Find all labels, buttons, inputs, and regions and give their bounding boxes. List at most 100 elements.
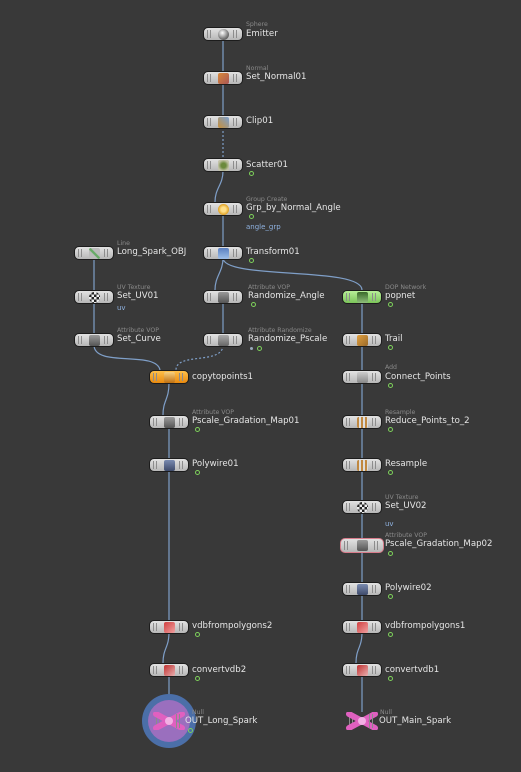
node-trail[interactable] xyxy=(342,333,382,347)
node-label: Polywire01 xyxy=(192,459,239,469)
warning-dot xyxy=(250,347,253,350)
randomize-icon xyxy=(218,335,229,346)
node-label: Set_UV02 xyxy=(385,501,427,511)
node-type: DOP Network xyxy=(385,284,427,291)
display-flag[interactable] xyxy=(388,470,393,475)
node-label: vdbfrompolygons1 xyxy=(385,621,466,631)
node-randomize-pscale[interactable] xyxy=(203,333,243,347)
node-set-curve[interactable] xyxy=(74,333,114,347)
display-flag[interactable] xyxy=(257,346,262,351)
display-flag[interactable] xyxy=(388,676,393,681)
display-flag[interactable] xyxy=(195,470,200,475)
node-transform01[interactable] xyxy=(203,246,243,260)
node-vdbfrompolygons1[interactable] xyxy=(342,620,382,634)
attribute-tag: uv xyxy=(117,304,126,312)
sphere-icon xyxy=(218,29,229,40)
vop-icon xyxy=(89,335,100,346)
node-label: Pscale_Gradation_Map01 xyxy=(192,416,300,426)
vdb-icon xyxy=(164,622,175,633)
resample-icon xyxy=(357,460,368,471)
node-out-long-spark[interactable] xyxy=(153,712,185,730)
node-type: Line xyxy=(117,240,130,247)
node-popnet[interactable] xyxy=(342,290,382,304)
display-flag[interactable] xyxy=(249,258,254,263)
wire xyxy=(214,257,224,291)
node-vdbfrompolygons2[interactable] xyxy=(149,620,189,634)
node-resample[interactable] xyxy=(342,458,382,472)
node-type: Attribute VOP xyxy=(117,327,160,334)
display-flag[interactable] xyxy=(249,214,254,219)
node-out-main-spark[interactable] xyxy=(346,712,378,730)
node-label: Scatter01 xyxy=(246,160,288,170)
node-label: vdbfrompolygons2 xyxy=(192,621,273,631)
display-flag[interactable] xyxy=(388,302,393,307)
node-pscale-gradation-map01[interactable] xyxy=(149,415,189,429)
display-flag[interactable] xyxy=(195,427,200,432)
display-flag[interactable] xyxy=(249,171,254,176)
attribute-tag: angle_grp xyxy=(246,223,281,231)
node-label: Polywire02 xyxy=(385,583,432,593)
convertvdb-icon xyxy=(164,665,175,676)
node-scatter01[interactable] xyxy=(203,158,243,172)
node-polywire01[interactable] xyxy=(149,458,189,472)
wire xyxy=(175,344,224,371)
node-label: convertvdb1 xyxy=(385,665,440,675)
transform-icon xyxy=(218,248,229,259)
node-copytopoints1[interactable] xyxy=(149,370,189,384)
polywire-icon xyxy=(164,460,175,471)
node-label: Set_Curve xyxy=(117,334,161,344)
wire xyxy=(222,257,363,291)
node-label: Grp_by_Normal_Angle xyxy=(246,203,341,213)
display-flag[interactable] xyxy=(251,302,256,307)
node-label: Emitter xyxy=(246,29,278,39)
display-flag[interactable] xyxy=(388,427,393,432)
node-connect-points[interactable] xyxy=(342,370,382,384)
node-pscale-gradation-map02[interactable] xyxy=(340,538,384,553)
node-type: Null xyxy=(380,709,392,716)
node-set-uv02[interactable] xyxy=(342,500,382,514)
wire xyxy=(93,344,161,371)
node-polywire02[interactable] xyxy=(342,582,382,596)
node-label: OUT_Long_Spark xyxy=(185,716,258,726)
display-flag[interactable] xyxy=(388,345,393,350)
node-convertvdb1[interactable] xyxy=(342,663,382,677)
copy-icon xyxy=(164,372,175,383)
vop-icon xyxy=(357,540,368,551)
node-set-normal01[interactable] xyxy=(203,71,243,85)
node-long-spark-obj[interactable] xyxy=(74,246,114,260)
node-type: Null xyxy=(192,709,204,716)
null-icon xyxy=(153,712,185,730)
node-type: Attribute VOP xyxy=(248,284,291,291)
node-label: Clip01 xyxy=(246,116,274,126)
trail-icon xyxy=(357,335,368,346)
node-reduce-points-to-2[interactable] xyxy=(342,415,382,429)
node-label: Resample xyxy=(385,459,428,469)
node-set-uv01[interactable] xyxy=(74,290,114,304)
display-flag[interactable] xyxy=(195,632,200,637)
node-type: Attribute VOP xyxy=(385,532,428,539)
node-label: Transform01 xyxy=(246,247,300,257)
node-randomize-angle[interactable] xyxy=(203,290,243,304)
node-type: Attribute VOP xyxy=(192,409,235,416)
convertvdb-icon xyxy=(357,665,368,676)
display-flag[interactable] xyxy=(388,383,393,388)
display-flag[interactable] xyxy=(188,728,193,733)
dop-icon xyxy=(357,292,368,303)
display-flag[interactable] xyxy=(388,632,393,637)
node-type: Attribute Randomize xyxy=(248,327,312,334)
display-flag[interactable] xyxy=(388,594,393,599)
node-convertvdb2[interactable] xyxy=(149,663,189,677)
display-flag[interactable] xyxy=(388,551,393,556)
node-label: Randomize_Angle xyxy=(248,291,325,301)
vop-icon xyxy=(164,417,175,428)
node-grp-by-normal-angle[interactable] xyxy=(203,202,243,216)
uv-icon xyxy=(89,292,100,303)
vop-icon xyxy=(218,292,229,303)
node-emitter[interactable] xyxy=(203,27,243,41)
node-clip01[interactable] xyxy=(203,115,243,129)
node-type: Group Create xyxy=(246,196,288,203)
node-label: copytopoints1 xyxy=(192,372,254,382)
display-flag[interactable] xyxy=(195,676,200,681)
node-label: Randomize_Pscale xyxy=(248,334,328,344)
